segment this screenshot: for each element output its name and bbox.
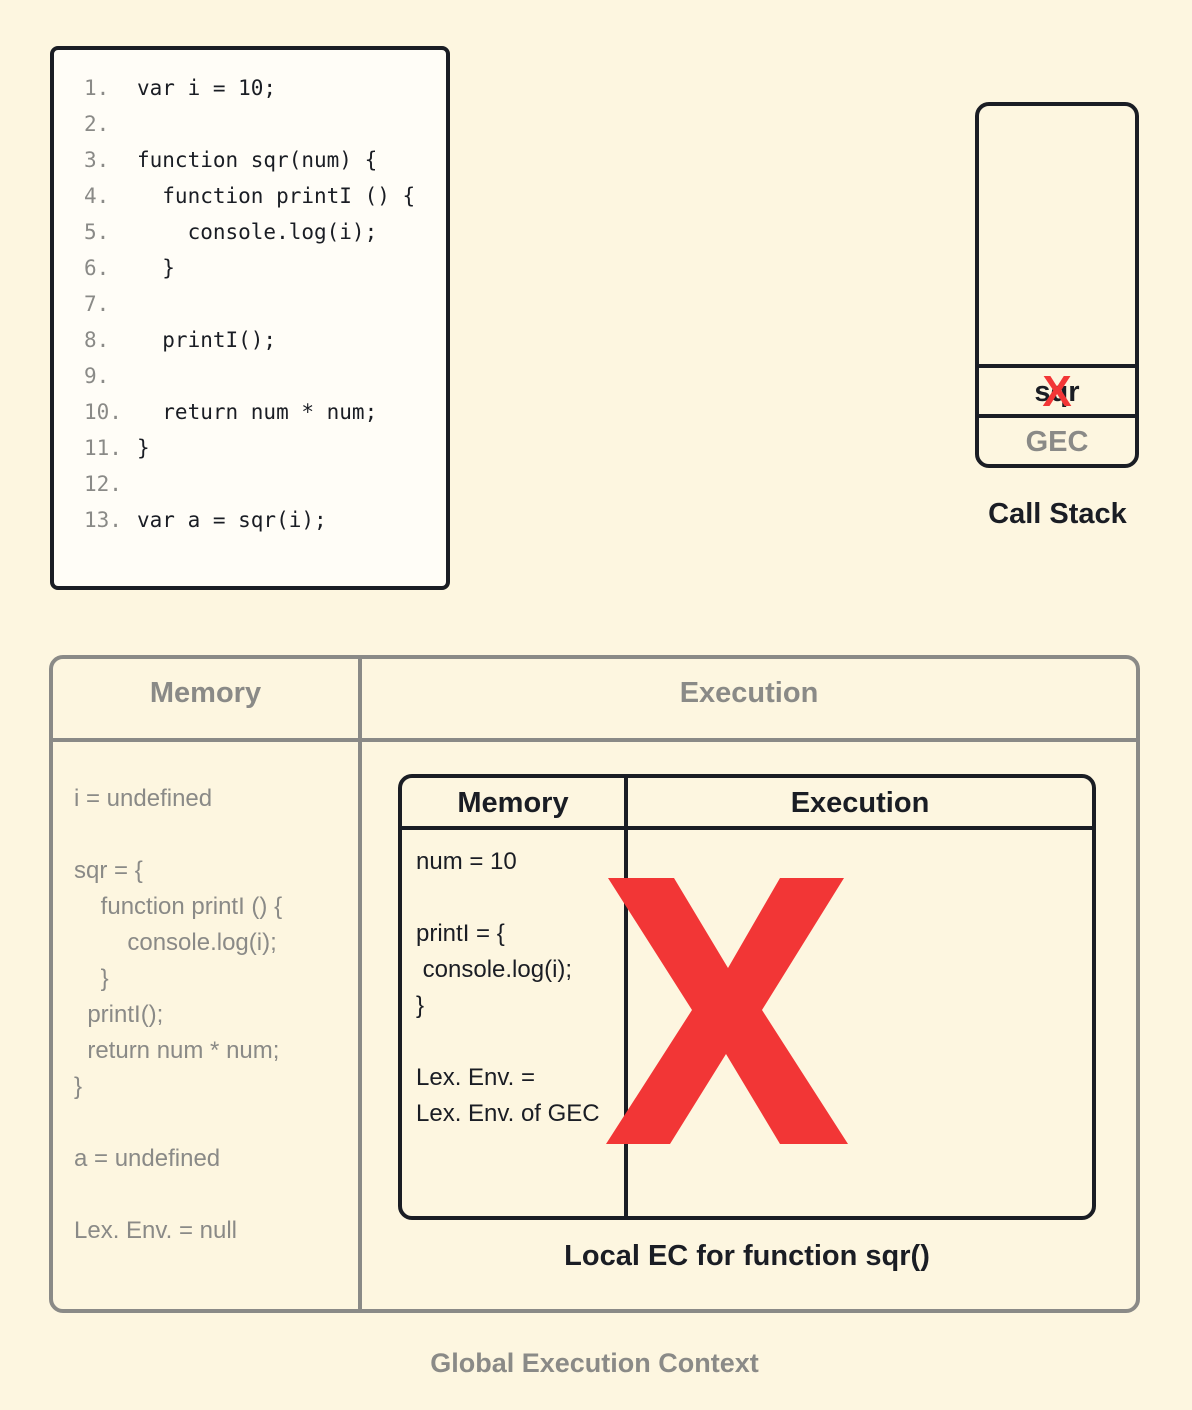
local-memory-header: Memory — [457, 787, 569, 819]
call-stack: sqr X GEC — [975, 102, 1139, 468]
destroyed-cross-icon — [606, 878, 848, 1144]
gec-execution-header: Execution — [679, 677, 819, 709]
code-line: 12. — [84, 466, 137, 502]
code-text: var i = 10; — [137, 76, 277, 100]
code-panel: 1. var i = 10; 2. 3. function sqr(num) { 4. f… — [50, 46, 450, 590]
gec-memory-line: printI(); — [74, 1001, 164, 1028]
line-number: 1. — [84, 76, 110, 100]
code-line: 13. var a = sqr(i); — [84, 502, 327, 538]
code-text: printI(); — [137, 328, 277, 352]
code-line: 11.} — [84, 430, 150, 466]
call-stack-title: Call Stack — [988, 498, 1127, 530]
local-memory-line: } — [416, 992, 425, 1019]
global-ec-title: Global Execution Context — [430, 1348, 759, 1378]
line-number: 10. — [84, 400, 122, 424]
gec-memory-line: sqr = { — [74, 857, 143, 884]
local-memory-line: Lex. Env. of GEC — [416, 1100, 600, 1127]
local-memory-line: num = 10 — [416, 848, 517, 875]
code-line: 8. printI(); — [84, 322, 276, 358]
line-number: 6. — [84, 256, 110, 280]
local-execution-header: Execution — [790, 787, 930, 819]
line-number: 9. — [84, 364, 110, 388]
stack-divider-bottom — [979, 414, 1135, 418]
code-text: return num * num; — [137, 400, 378, 424]
line-number: 13. — [84, 508, 122, 532]
code-line: 7. — [84, 286, 137, 322]
code-line: 3. function sqr(num) { — [84, 142, 377, 178]
popped-cross-icon: X — [1042, 367, 1072, 416]
local-header-divider — [402, 826, 1092, 830]
line-number: 11. — [84, 436, 122, 460]
line-number: 2. — [84, 112, 110, 136]
line-number: 4. — [84, 184, 110, 208]
code-line: 1. var i = 10; — [84, 70, 276, 106]
line-number: 5. — [84, 220, 110, 244]
line-number: 12. — [84, 472, 122, 496]
code-line: 9. — [84, 358, 137, 394]
code-line: 2. — [84, 106, 137, 142]
code-text: var a = sqr(i); — [137, 508, 327, 532]
gec-memory-line: } — [74, 965, 109, 992]
local-memory-line: Lex. Env. = — [416, 1064, 535, 1091]
code-text: console.log(i); — [137, 220, 378, 244]
line-number: 3. — [84, 148, 110, 172]
stack-frame-sqr: sqr — [1034, 376, 1080, 408]
gec-memory-line: console.log(i); — [74, 929, 277, 956]
code-line: 4. function printI () { — [84, 178, 415, 214]
stack-divider-top — [979, 364, 1135, 368]
gec-memory-line: a = undefined — [74, 1145, 221, 1172]
code-line: 6. } — [84, 250, 175, 286]
code-text: } — [137, 436, 150, 460]
gec-memory-line: function printI () { — [74, 893, 283, 920]
line-number: 7. — [84, 292, 110, 316]
gec-memory-line: i = undefined — [74, 785, 213, 812]
line-number: 8. — [84, 328, 110, 352]
code-text: } — [137, 256, 175, 280]
local-memory-line: printI = { — [416, 920, 505, 947]
code-line: 10. return num * num; — [84, 394, 377, 430]
local-column-divider — [624, 778, 628, 1216]
stack-frame-gec: GEC — [1025, 426, 1089, 458]
gec-memory-line: return num * num; — [74, 1037, 280, 1064]
code-text: function printI () { — [137, 184, 416, 208]
local-memory-line: console.log(i); — [416, 956, 573, 983]
local-ec-title: Local EC for function sqr() — [564, 1240, 930, 1272]
gec-memory-line: } — [74, 1073, 83, 1100]
gec-memory-header: Memory — [149, 677, 262, 709]
code-text: function sqr(num) { — [137, 148, 378, 172]
gec-column-divider — [358, 659, 362, 1309]
gec-header-divider — [53, 738, 1136, 742]
gec-memory-line: Lex. Env. = null — [74, 1217, 237, 1244]
global-execution-context: Memory Execution i = undefined sqr = { fu… — [49, 655, 1140, 1313]
code-line: 5. console.log(i); — [84, 214, 377, 250]
local-execution-context: Memory Execution num = 10 printI = { cons… — [398, 774, 1096, 1220]
